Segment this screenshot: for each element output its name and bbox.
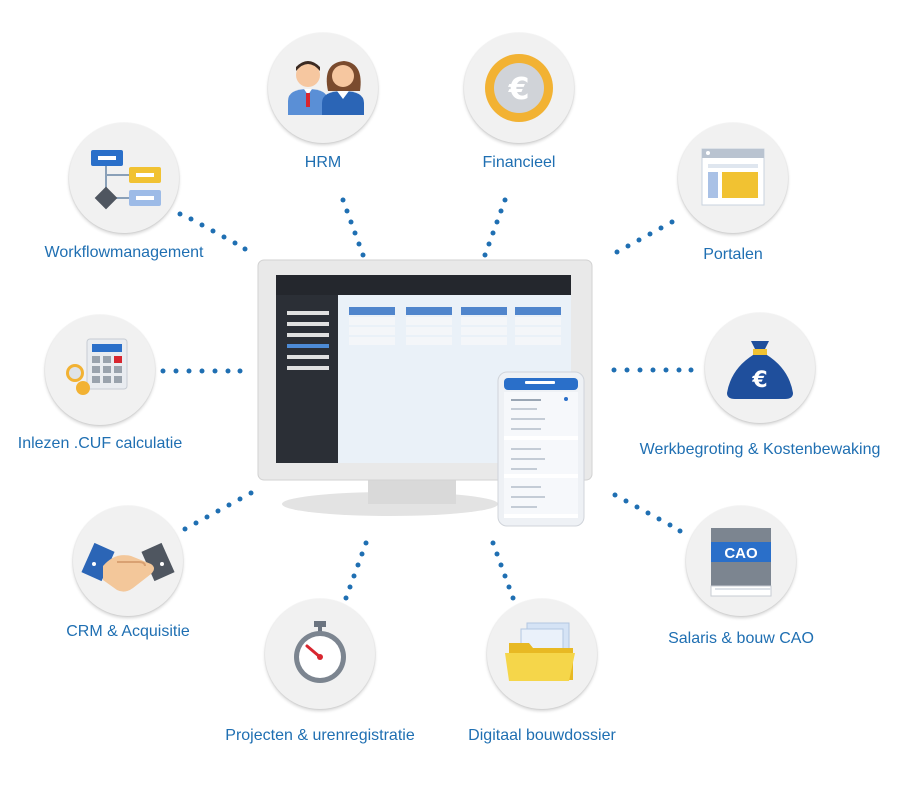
cuf-label: Inlezen .CUF calculatie (17, 435, 183, 452)
module-projecten[interactable]: Projecten & urenregistratie (225, 599, 415, 744)
werkbegroting-circle: € (705, 313, 815, 423)
workflow-label: Workflowmanagement (44, 244, 204, 261)
calculator-icon (66, 338, 128, 395)
cao-book-icon: CAO (710, 528, 772, 597)
module-workflow[interactable]: Workflowmanagement (45, 123, 203, 261)
financieel-label: Financieel (482, 154, 556, 171)
module-portalen[interactable]: Portalen (678, 123, 788, 263)
cao-text: CAO (724, 545, 758, 562)
euro-coin-icon: € (485, 54, 553, 122)
module-werkbegroting[interactable]: € Werkbegroting & Kostenbewaking (640, 313, 880, 458)
folder-icon (505, 622, 575, 681)
handshake-icon (81, 542, 175, 592)
werkbegroting-label: Werkbegroting & Kostenbewaking (639, 441, 881, 458)
module-financieel[interactable]: € Financieel (464, 33, 574, 171)
projecten-circle (265, 599, 375, 709)
module-hrm[interactable]: HRM (268, 33, 378, 171)
portalen-circle (678, 123, 788, 233)
people-icon (288, 61, 364, 115)
portalen-label: Portalen (703, 246, 763, 263)
workflow-circle (69, 123, 179, 233)
bouwdossier-circle (487, 599, 597, 709)
module-cuf[interactable]: Inlezen .CUF calculatie (18, 315, 182, 452)
hrm-circle (268, 33, 378, 143)
projecten-label: Projecten & urenregistratie (225, 727, 415, 744)
salaris-circle: CAO (686, 506, 796, 616)
crm-circle (73, 506, 183, 616)
module-crm[interactable]: CRM & Acquisitie (66, 506, 190, 640)
module-bouwdossier[interactable]: Digitaal bouwdossier (468, 599, 616, 744)
financieel-circle: € (464, 33, 574, 143)
euro-bag-text: € (751, 368, 767, 393)
portal-window-icon (701, 148, 765, 206)
salaris-label: Salaris & bouw CAO (668, 630, 814, 647)
hrm-label: HRM (304, 154, 342, 171)
module-salaris[interactable]: CAO Salaris & bouw CAO (668, 506, 814, 647)
crm-label: CRM & Acquisitie (66, 623, 190, 640)
workflow-icon (91, 150, 161, 210)
bouwdossier-label: Digitaal bouwdossier (468, 727, 616, 744)
cuf-circle (45, 315, 155, 425)
money-bag-icon: € (727, 341, 793, 399)
euro-symbol-text: € (508, 72, 530, 107)
stopwatch-icon (294, 621, 346, 683)
